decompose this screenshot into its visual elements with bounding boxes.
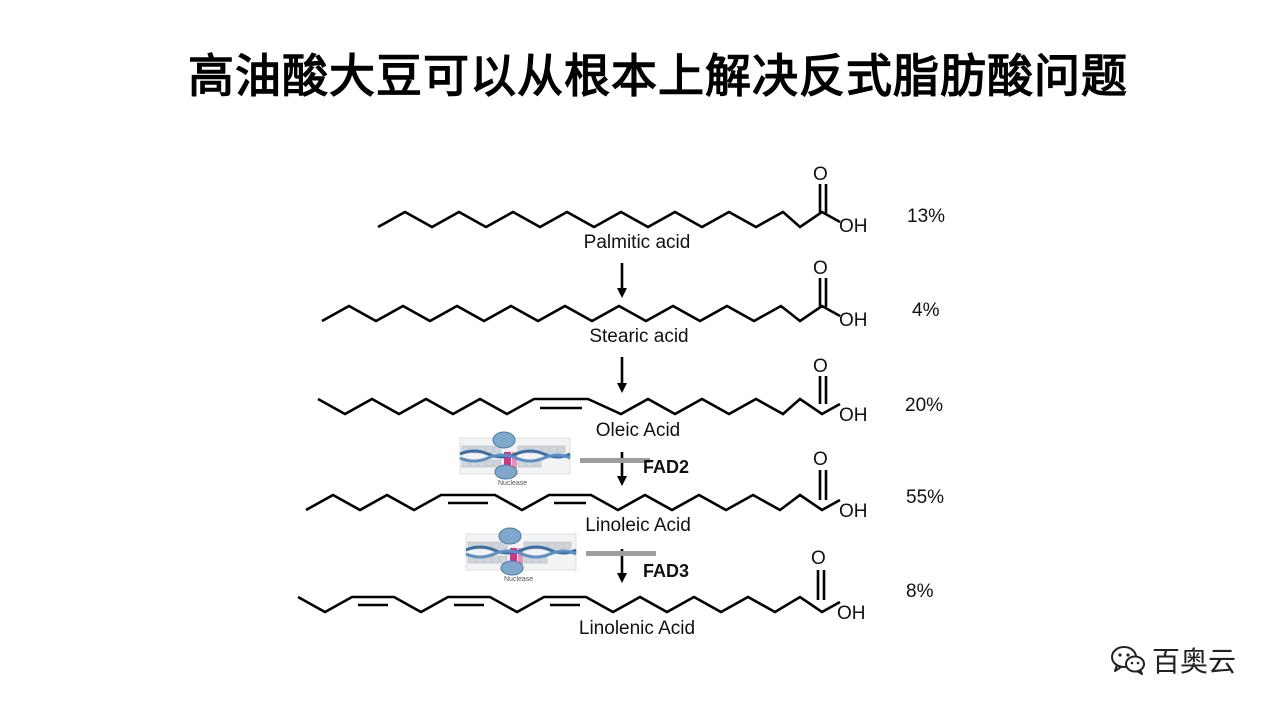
nuclease-label: Nuclease	[498, 480, 527, 487]
chain-linolenic: O OH Linolenic Acid 8%	[297, 548, 934, 639]
target-site	[504, 452, 511, 468]
page-title: 高油酸大豆可以从根本上解决反式脂肪酸问题	[188, 49, 1128, 103]
chain-palmitic: O OH Palmitic acid 13%	[377, 164, 945, 253]
chain-linolenic-backbone	[297, 595, 841, 614]
acid-percent: 8%	[906, 581, 934, 602]
acid-label: Palmitic acid	[584, 232, 691, 253]
chain-palmitic-backbone	[377, 210, 841, 229]
chain-linoleic-backbone	[305, 493, 841, 512]
nuclease-illustration-fad2: Nuclease	[459, 431, 571, 487]
hydroxyl-group: OH	[839, 501, 868, 522]
acid-label: Stearic acid	[589, 326, 688, 347]
nuclease-label: Nuclease	[504, 576, 533, 583]
acid-label: Linoleic Acid	[585, 515, 691, 536]
brand-name: 百奥云	[1151, 645, 1236, 678]
oxygen-atom: O	[811, 548, 826, 569]
hydroxyl-group: OH	[837, 603, 866, 624]
hydroxyl-group: OH	[839, 216, 868, 237]
chain-linoleic: O OH Linoleic Acid 55%	[305, 449, 944, 536]
nuclease-illustration-fad3: Nuclease	[465, 527, 577, 583]
block-bar-fad3	[586, 551, 656, 556]
acid-percent: 13%	[907, 206, 945, 227]
hydroxyl-group: OH	[839, 310, 868, 331]
block-bar-fad2	[580, 458, 650, 463]
chain-oleic: O OH Oleic Acid 20%	[317, 356, 943, 441]
enzyme-label-fad2: FAD2	[643, 457, 689, 477]
target-site	[512, 452, 517, 468]
acid-label: Linolenic Acid	[579, 618, 695, 639]
nuclease-protein	[498, 527, 522, 545]
dna-helix	[459, 453, 571, 463]
chain-stearic-backbone	[321, 304, 841, 323]
chain-stearic: O OH Stearic acid 4%	[321, 258, 940, 347]
enzyme-label-fad3: FAD3	[643, 561, 689, 581]
hydroxyl-group: OH	[839, 405, 868, 426]
nuclease-protein	[492, 431, 516, 449]
oxygen-atom: O	[813, 356, 828, 377]
oxygen-atom: O	[813, 449, 828, 470]
nuclease-protein	[494, 464, 518, 480]
nuclease-protein	[500, 560, 524, 576]
dna-helix	[465, 549, 577, 559]
acid-label: Oleic Acid	[596, 420, 680, 441]
target-site	[518, 548, 523, 564]
target-site	[510, 548, 517, 564]
dna-grid	[467, 541, 572, 564]
acid-percent: 4%	[912, 300, 940, 321]
oxygen-atom: O	[813, 164, 828, 185]
wechat-icon	[1110, 646, 1145, 675]
oxygen-atom: O	[813, 258, 828, 279]
acid-percent: 20%	[905, 395, 943, 416]
brand-watermark: 百奥云	[1110, 640, 1236, 680]
chain-oleic-backbone	[317, 397, 841, 416]
acid-percent: 55%	[906, 487, 944, 508]
